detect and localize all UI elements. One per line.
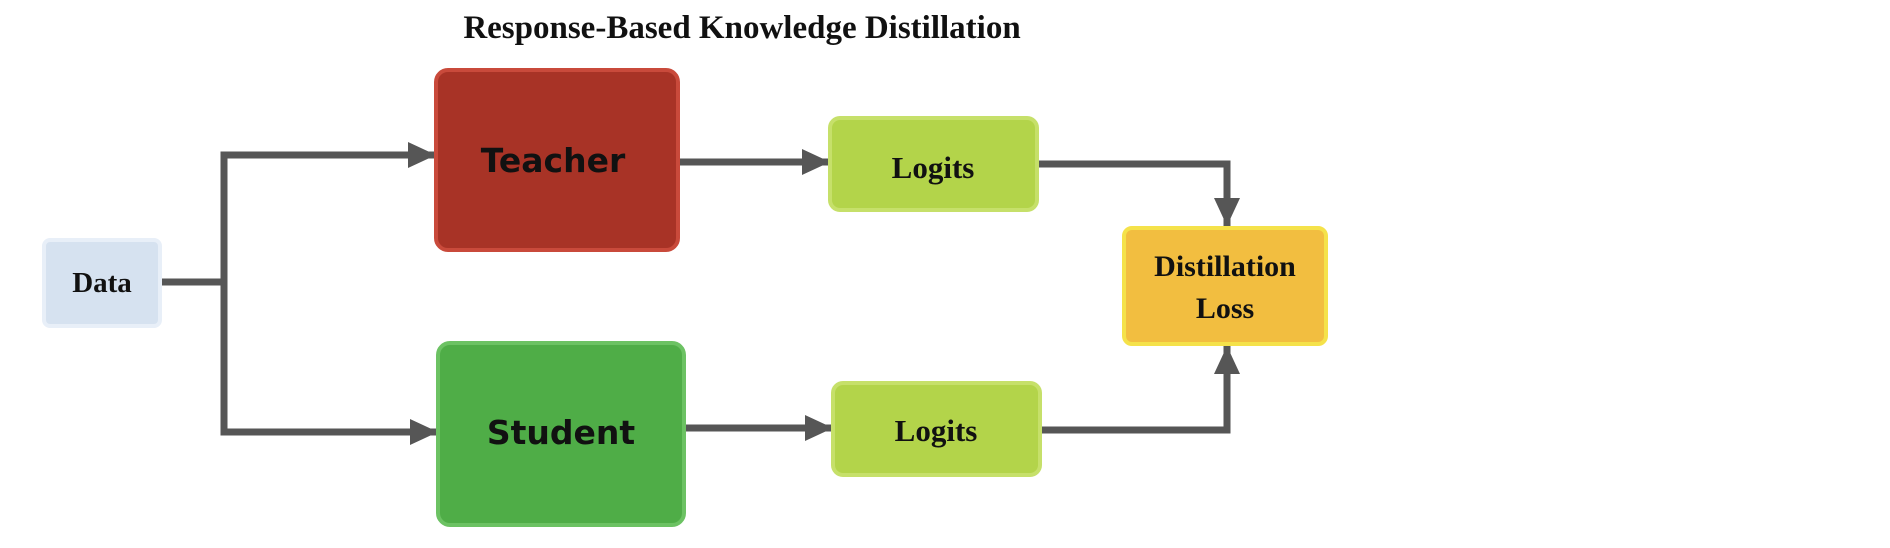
distillation-loss-label-line1: Distillation [1154, 250, 1296, 283]
student-logits-label: Logits [895, 413, 978, 448]
data-node: Data [42, 238, 162, 328]
data-label: Data [72, 267, 132, 299]
teacher-node: Teacher [434, 68, 680, 252]
teacher-box [434, 68, 680, 252]
distillation-loss-node: Distillation Loss [1122, 226, 1328, 346]
teacher-label: Teacher [481, 141, 626, 180]
student-box [436, 341, 686, 527]
connectors [162, 142, 1240, 445]
teacher-logits-box [828, 116, 1039, 212]
distillation-loss-box [1122, 226, 1328, 346]
student-logits-box [831, 381, 1042, 477]
student-node: Student [436, 341, 686, 527]
split-to-student-arrow [220, 282, 438, 445]
distillation-loss-label-line2: Loss [1196, 292, 1254, 325]
teacher-logits-node: Logits [828, 116, 1039, 212]
data-box [42, 238, 162, 328]
student-logits-node: Logits [831, 381, 1042, 477]
split-to-teacher-arrow [220, 142, 436, 282]
teacher-logits-to-loss-arrow [1037, 160, 1240, 226]
diagram-title: Response-Based Knowledge Distillation [463, 10, 1020, 46]
student-logits-to-loss-arrow [1040, 346, 1240, 434]
student-label: Student [487, 413, 636, 452]
teacher-logits-label: Logits [892, 150, 975, 185]
